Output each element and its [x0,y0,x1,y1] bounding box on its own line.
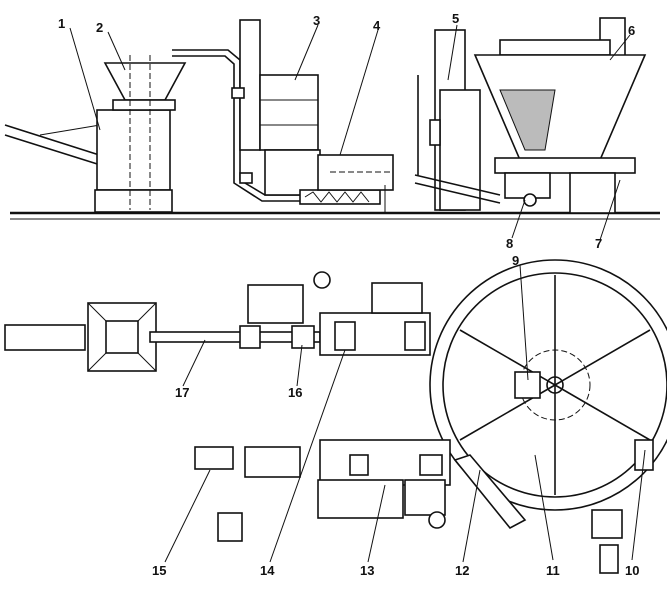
callout-2: 2 [96,20,103,35]
callout-15: 15 [152,563,166,578]
callout-7: 7 [595,236,602,251]
plan-view [4,259,667,574]
callout-11: 11 [546,563,560,578]
callout-14: 14 [260,563,275,578]
callout-13: 13 [360,563,374,578]
mixer-with-hopper [94,55,187,213]
mold-drive [504,172,551,207]
callout-1: 1 [58,16,65,31]
screw-conveyor [299,154,394,213]
callout-16: 16 [288,385,302,400]
leader-lines [69,24,646,563]
mold-hopper [473,17,647,214]
elevation-view [4,17,660,220]
callout-6: 6 [628,23,635,38]
callout-17: 17 [175,385,189,400]
callout-8: 8 [506,236,513,251]
callout-3: 3 [313,13,320,28]
callout-5: 5 [452,11,459,26]
callout-12: 12 [455,563,469,578]
callout-4: 4 [373,18,381,33]
callout-labels: 1 2 3 4 5 6 7 8 9 10 11 12 13 14 15 16 1… [58,11,639,578]
callout-10: 10 [625,563,639,578]
control-tower [414,29,501,211]
callout-9: 9 [512,253,519,268]
dust-collector [259,74,321,196]
vertical-duct [172,19,300,202]
